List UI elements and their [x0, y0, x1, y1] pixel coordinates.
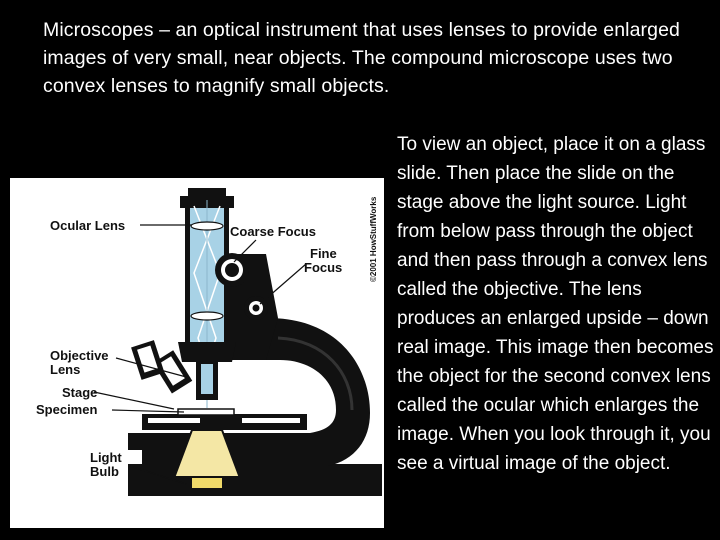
label-objective-lens-line2: Lens	[50, 362, 80, 377]
microscope-arm	[262, 318, 370, 466]
specimen-slide	[177, 408, 235, 416]
explanation-text: To view an object, place it on a glass s…	[397, 134, 714, 474]
nosepiece	[178, 342, 236, 362]
label-coarse-focus: Coarse Focus	[230, 224, 316, 239]
label-objective-lens-line1: Objective	[50, 348, 109, 363]
microscope-illustration: Ocular Lens Coarse Focus Fine Focus Obje…	[36, 188, 382, 496]
copyright-notice: ©2001 HowStuffWorks	[369, 196, 378, 282]
slide-title: Microscopes – an optical instrument that…	[43, 19, 680, 97]
label-stage: Stage	[62, 385, 97, 400]
label-fine-focus-line1: Fine	[310, 246, 337, 261]
ocular-lens-glass	[190, 221, 224, 231]
label-specimen: Specimen	[36, 402, 97, 417]
label-fine-focus-line2: Focus	[304, 260, 342, 275]
label-light-bulb-line1: Light	[90, 450, 122, 465]
label-ocular-lens: Ocular Lens	[50, 218, 125, 233]
microscope-diagram: Ocular Lens Coarse Focus Fine Focus Obje…	[10, 178, 384, 528]
label-light-bulb-line2: Bulb	[90, 464, 119, 479]
